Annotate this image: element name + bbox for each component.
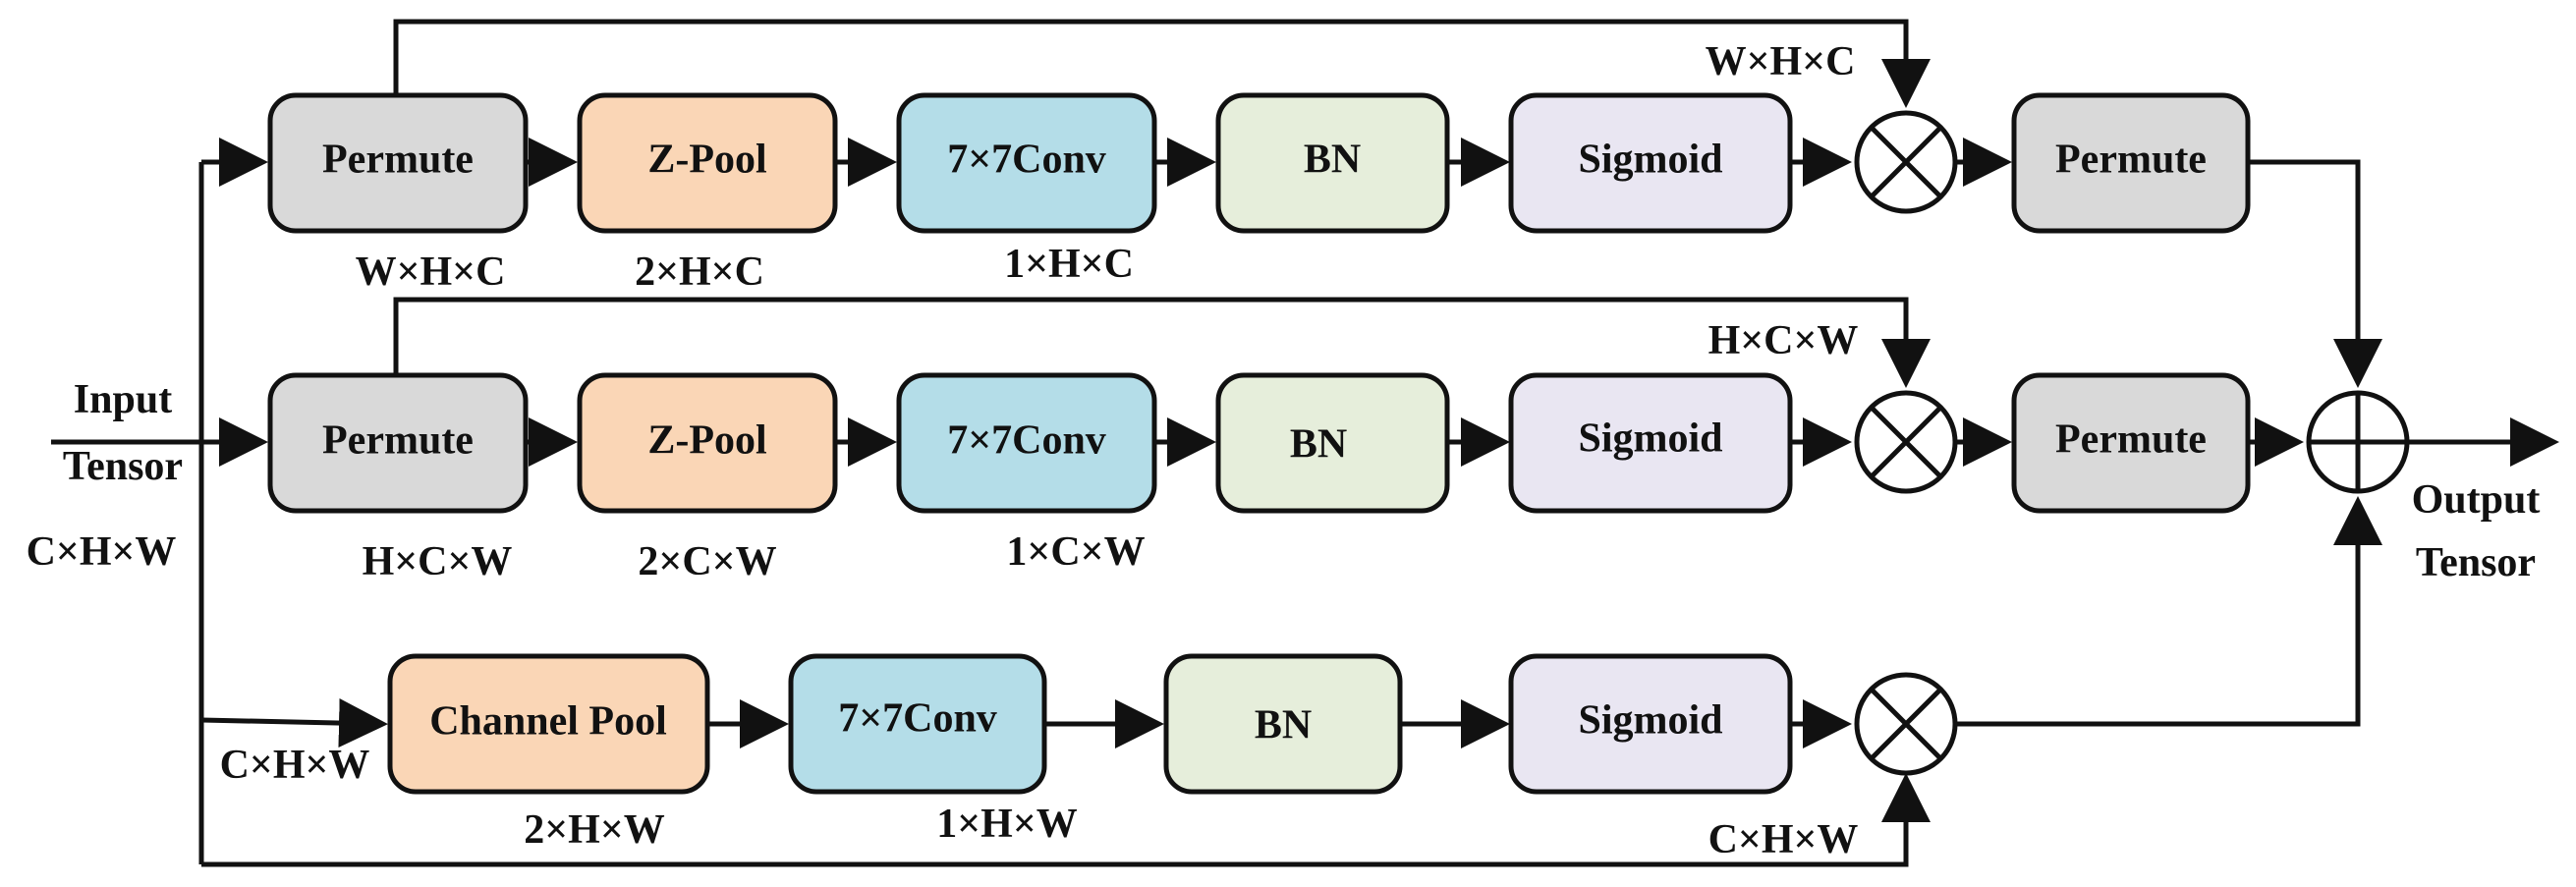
b2-permute-out-box: Permute <box>2011 372 2251 514</box>
b1-to-sum-line <box>2248 159 2382 388</box>
b3-dim-conv: 1×H×W <box>936 802 1078 847</box>
b3-channel-pool-box: Channel Pool <box>387 653 710 795</box>
b2-dim-conv: 1×C×W <box>1006 529 1145 575</box>
b3-bn-box: BN <box>1163 653 1403 795</box>
b2-sigmoid-box: Sigmoid <box>1508 372 1793 514</box>
b1-skip-line <box>393 19 1931 108</box>
input-label-line2: Tensor <box>63 444 183 489</box>
input-labels: Input Tensor C×H×W <box>27 377 184 575</box>
b3-conv-label: 7×7Conv <box>838 696 997 742</box>
b1-permute-out-box: Permute <box>2011 92 2251 234</box>
b1-dim-zpool: 2×H×C <box>635 249 764 295</box>
b1-zpool-box: Z-Pool <box>577 92 838 234</box>
b3-sigmoid-label: Sigmoid <box>1578 698 1722 744</box>
trunk-to-branch3 <box>200 698 388 748</box>
b2-permute-label: Permute <box>322 418 474 464</box>
b1-bn-box: BN <box>1215 92 1450 234</box>
branch-3: Channel Pool 7×7Conv BN Sigmoid C×H×W 2×… <box>220 653 1958 862</box>
b3-sigmoid-box: Sigmoid <box>1508 653 1793 795</box>
b2-conv-label: 7×7Conv <box>947 418 1106 464</box>
b1-permute-box: Permute <box>267 92 529 234</box>
input-label-line1: Input <box>74 377 172 422</box>
b2-dim-skip: H×C×W <box>1708 318 1859 363</box>
branch-2: Permute Z-Pool 7×7Conv BN Sigmoid Permut… <box>267 318 2251 584</box>
b1-bn-label: BN <box>1304 138 1361 183</box>
b2-permute-out-label: Permute <box>2055 417 2207 463</box>
b2-bn-label: BN <box>1290 422 1347 468</box>
b3-dim-pool: 2×H×W <box>524 807 665 853</box>
b2-bn-box: BN <box>1215 372 1450 514</box>
b2-multiply-icon <box>1854 390 1958 494</box>
branch-1: Permute Z-Pool 7×7Conv BN Sigmoid Permut… <box>267 39 2251 295</box>
b2-zpool-box: Z-Pool <box>577 372 838 514</box>
output-label-line1: Output <box>2412 477 2541 523</box>
b1-multiply-icon <box>1854 110 1958 214</box>
b2-dim-permute: H×C×W <box>363 539 513 584</box>
b1-permute-out-label: Permute <box>2055 138 2207 183</box>
b2-skip-line <box>393 297 1931 388</box>
b2-sigmoid-label: Sigmoid <box>1578 416 1722 462</box>
b2-dim-zpool: 2×C×W <box>638 539 776 584</box>
b1-permute-label: Permute <box>322 138 474 183</box>
output-labels: Output Tensor <box>2412 477 2541 585</box>
connectors <box>51 19 2559 867</box>
b3-dim-input: C×H×W <box>220 743 370 788</box>
b1-conv-label: 7×7Conv <box>947 138 1106 183</box>
b1-zpool-label: Z-Pool <box>647 138 766 183</box>
input-dim: C×H×W <box>27 529 177 575</box>
b1-dim-conv: 1×H×C <box>1004 242 1134 287</box>
b3-channel-pool-label: Channel Pool <box>429 699 667 745</box>
b3-bn-label: BN <box>1255 703 1312 748</box>
output-label-line2: Tensor <box>2416 540 2536 585</box>
b3-multiply-icon <box>1854 672 1958 776</box>
b1-dim-skip: W×H×C <box>1706 39 1856 84</box>
b1-conv-box: 7×7Conv <box>896 92 1157 234</box>
b3-conv-box: 7×7Conv <box>788 653 1047 795</box>
b2-conv-box: 7×7Conv <box>896 372 1157 514</box>
b1-dim-permute: W×H×C <box>356 249 506 295</box>
b3-to-sum-line <box>1955 496 2382 727</box>
sum-icon <box>2306 390 2410 494</box>
b1-sigmoid-label: Sigmoid <box>1578 138 1722 183</box>
b3-skip-line <box>201 773 1931 867</box>
b2-zpool-label: Z-Pool <box>647 418 766 464</box>
b1-sigmoid-box: Sigmoid <box>1508 92 1793 234</box>
b2-permute-box: Permute <box>267 372 529 514</box>
b3-dim-skip: C×H×W <box>1708 817 1859 862</box>
